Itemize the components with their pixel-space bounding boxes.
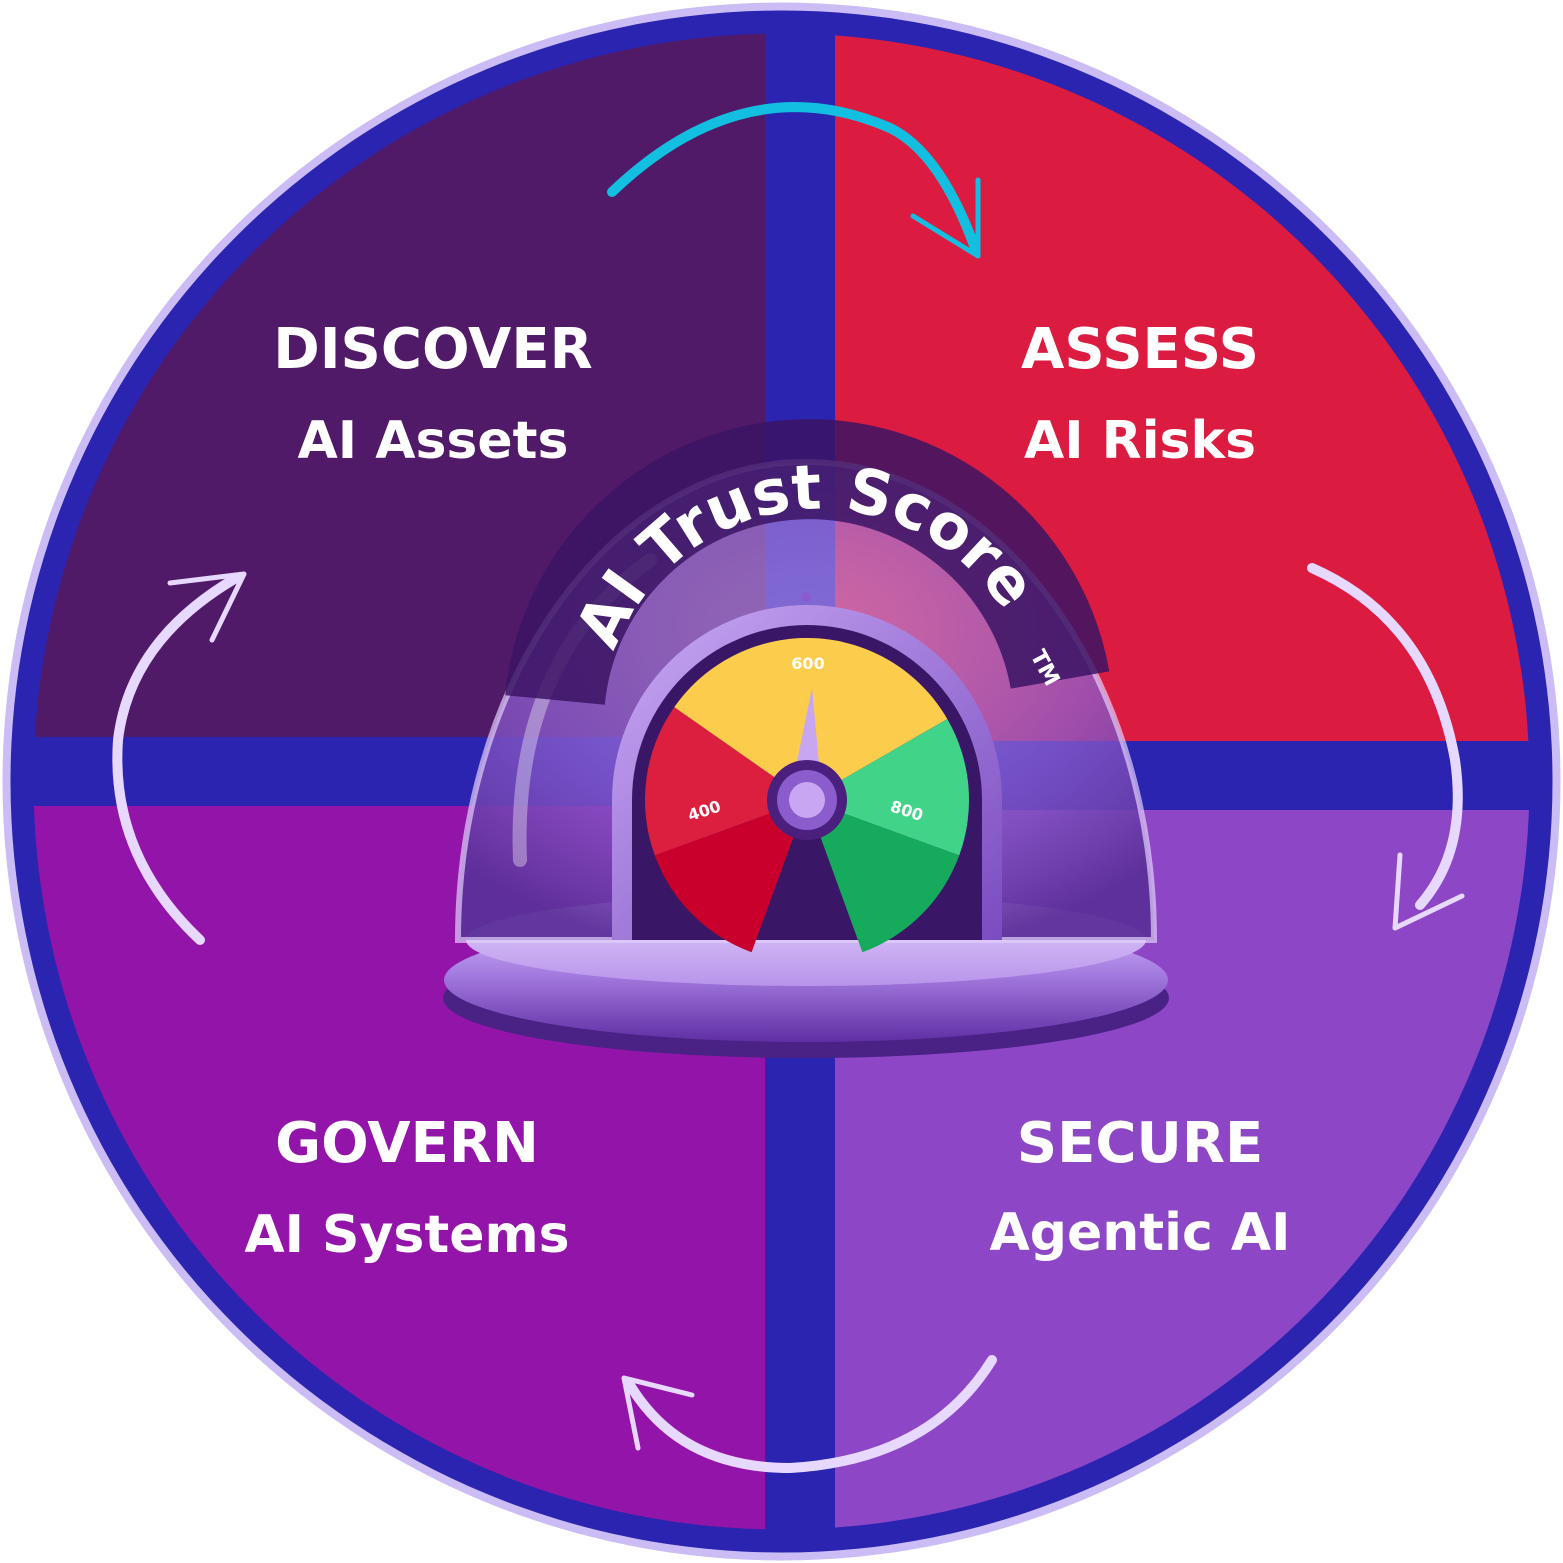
discover-subtitle: AI Assets (298, 411, 569, 471)
gauge-label-600: 600 (791, 654, 824, 673)
cycle-arrow-icon (112, 571, 247, 945)
dome-screw (801, 592, 811, 602)
cycle-arrow-icon (607, 102, 981, 259)
gauge-sector-red-low (654, 800, 807, 953)
secure-title: SECURE (1017, 1111, 1264, 1176)
quadrant-assess-text: ASSESS AI Risks (1021, 317, 1259, 471)
gauge-needle-icon (767, 688, 847, 840)
quadrant-discover-text: DISCOVER AI Assets (273, 317, 593, 471)
gauge-sector-red (644, 707, 807, 856)
quadrant-govern-text: GOVERN AI Systems (244, 1111, 569, 1265)
assess-subtitle: AI Risks (1024, 411, 1256, 471)
gauge-sector-green (807, 719, 969, 856)
cycle-arrow-icon (1307, 563, 1465, 931)
gauge-sector-green-low (807, 800, 960, 953)
quadrant-secure-text: SECURE Agentic AI (990, 1111, 1291, 1263)
trust-score-dome: 400 600 800 AI Trust Score TM (443, 419, 1169, 1058)
secure-subtitle: Agentic AI (990, 1203, 1291, 1263)
govern-title: GOVERN (275, 1111, 539, 1176)
discover-title: DISCOVER (273, 317, 593, 382)
assess-title: ASSESS (1021, 317, 1259, 382)
cycle-arrow-icon (621, 1355, 997, 1473)
title-band (505, 419, 1110, 706)
needle-hub (789, 782, 825, 818)
cycle-arrows (112, 102, 1465, 1473)
govern-subtitle: AI Systems (244, 1205, 569, 1265)
